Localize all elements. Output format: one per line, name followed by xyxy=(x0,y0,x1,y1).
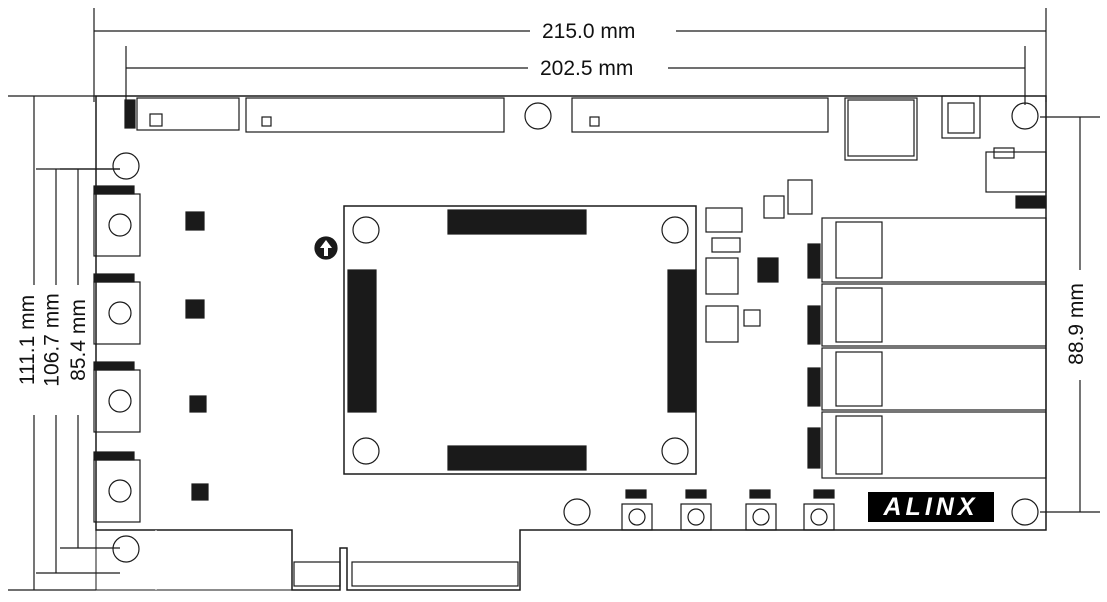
left-ports xyxy=(93,185,209,523)
dim-height-right: 88.9 mm xyxy=(1064,277,1089,371)
orientation-arrow xyxy=(314,236,338,260)
alinx-logo: ALINX xyxy=(868,492,994,522)
board-outline xyxy=(95,95,1047,591)
top-right-parts xyxy=(844,95,1047,209)
dim-height-1: 111.1 mm xyxy=(16,288,41,392)
mounting-holes xyxy=(112,102,1039,563)
sfp-cages xyxy=(807,217,1047,479)
som-module xyxy=(343,205,697,475)
dimension-lines xyxy=(8,8,1100,591)
top-headers xyxy=(124,97,829,133)
power-components xyxy=(705,179,813,343)
pcie-fingers xyxy=(293,561,519,587)
dim-height-2: 106.7 mm xyxy=(40,287,65,393)
dim-width-inner: 202.5 mm xyxy=(534,57,640,81)
dim-width-outer: 215.0 mm xyxy=(536,20,642,44)
push-buttons xyxy=(621,489,835,531)
dim-height-3: 85.4 mm xyxy=(66,293,91,387)
